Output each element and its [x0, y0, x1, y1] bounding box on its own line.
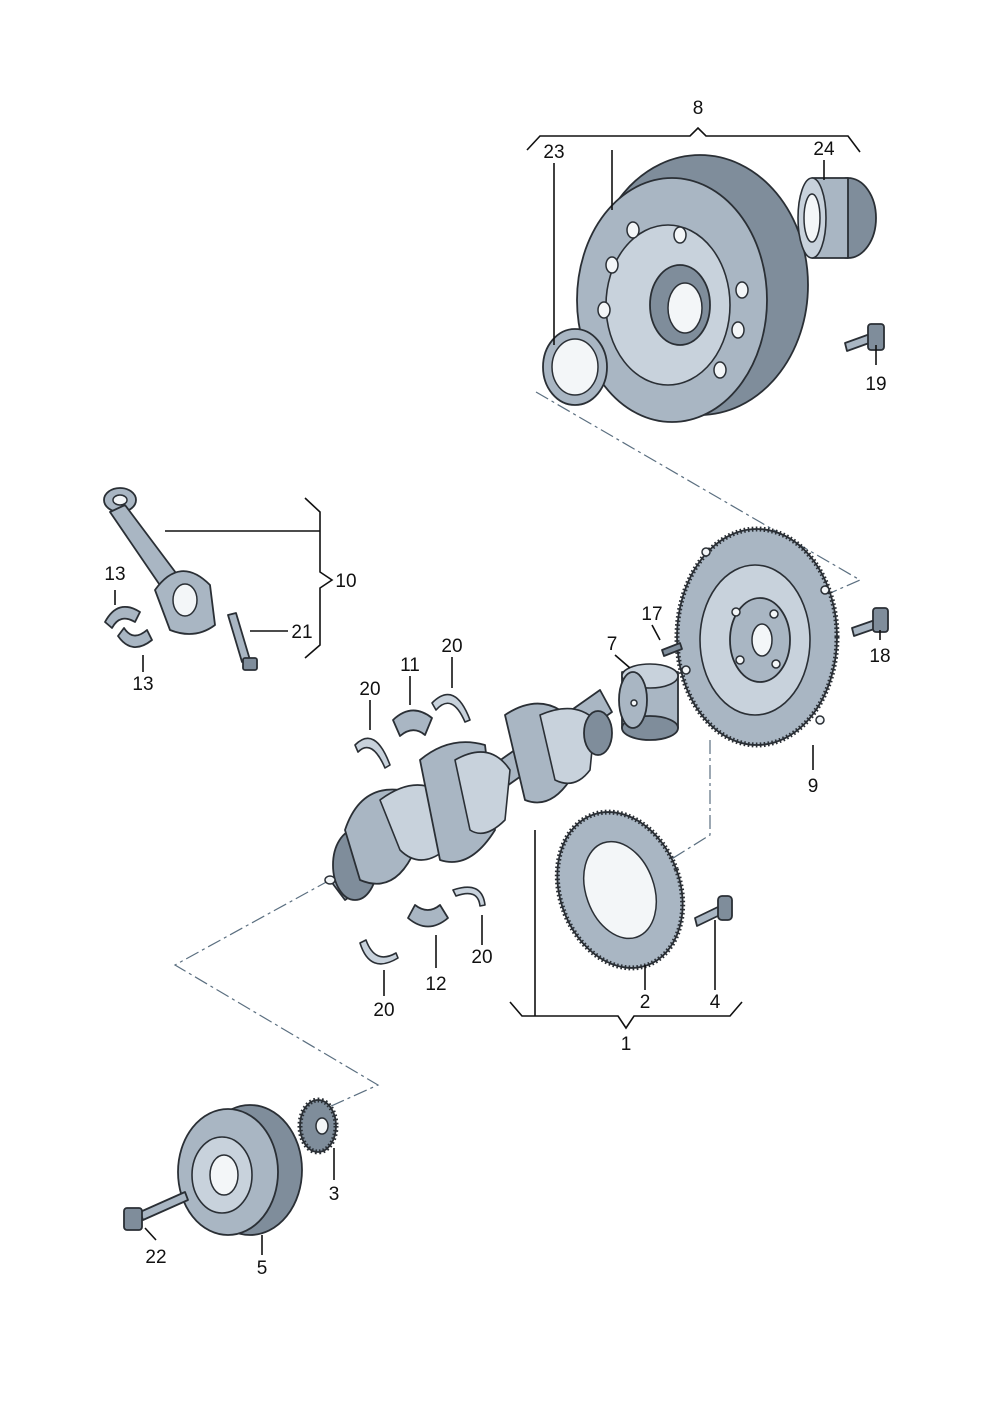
crankshaft: [324, 689, 613, 901]
callout-1: 1: [621, 1034, 632, 1055]
callout-5: 5: [257, 1258, 268, 1279]
leader-lines: [114, 126, 881, 1255]
seal-ring: [542, 328, 608, 406]
connecting-rod: [103, 487, 216, 635]
callout-11: 11: [400, 655, 420, 676]
callout-12: 12: [425, 974, 446, 995]
callout-3: 3: [329, 1184, 340, 1205]
callout-8: 8: [693, 98, 704, 119]
gear-3: [297, 1097, 339, 1155]
callout-20-top-left: 20: [359, 679, 380, 700]
rod-bolt-21: [227, 612, 258, 671]
rod-bearing-shell-13a: [104, 605, 141, 629]
bearing-shell-11: [392, 709, 433, 737]
callout-21: 21: [291, 622, 312, 643]
callout-24: 24: [813, 139, 835, 160]
pin-17: [661, 642, 683, 657]
ring-gear: [554, 809, 686, 971]
bearing-shell-12: [407, 904, 449, 928]
assembly-axis-lines: [173, 391, 862, 1121]
bolt-4: [694, 895, 733, 927]
thrust-washer-20d: [359, 939, 399, 965]
callout-9: 9: [808, 776, 819, 797]
callout-22: 22: [145, 1247, 166, 1268]
pulley-5: [177, 1104, 303, 1236]
callout-18: 18: [869, 646, 890, 667]
callout-19: 19: [865, 374, 886, 395]
callout-23: 23: [543, 142, 564, 163]
callout-20-bottom-left: 20: [373, 1000, 394, 1021]
callout-4: 4: [710, 992, 721, 1013]
thrust-washer-20a: [354, 737, 391, 769]
needle-bearing: [797, 177, 877, 259]
bolt-18: [851, 607, 889, 637]
callout-2: 2: [640, 992, 651, 1013]
thrust-washer-20b: [431, 693, 471, 723]
callout-13-bottom: 13: [132, 674, 153, 695]
callout-7: 7: [607, 634, 618, 655]
bolt-19: [844, 323, 885, 352]
dual-mass-flywheel: [576, 154, 809, 423]
bearing-bush-7: [618, 663, 679, 741]
callout-labels: 8 23 24 19 10 13 13 21 17 18 7 20 11 20 …: [104, 98, 890, 1279]
pulley-bolt-22: [123, 1191, 189, 1231]
callout-17: 17: [641, 604, 662, 625]
callout-13-top: 13: [104, 564, 125, 585]
drive-plate: [674, 526, 840, 748]
callout-20-top-right: 20: [441, 636, 462, 657]
thrust-washer-20c: [452, 886, 486, 907]
callout-10: 10: [335, 571, 356, 592]
callout-20-bottom-right: 20: [471, 947, 492, 968]
rod-bearing-shell-13b: [117, 627, 153, 648]
